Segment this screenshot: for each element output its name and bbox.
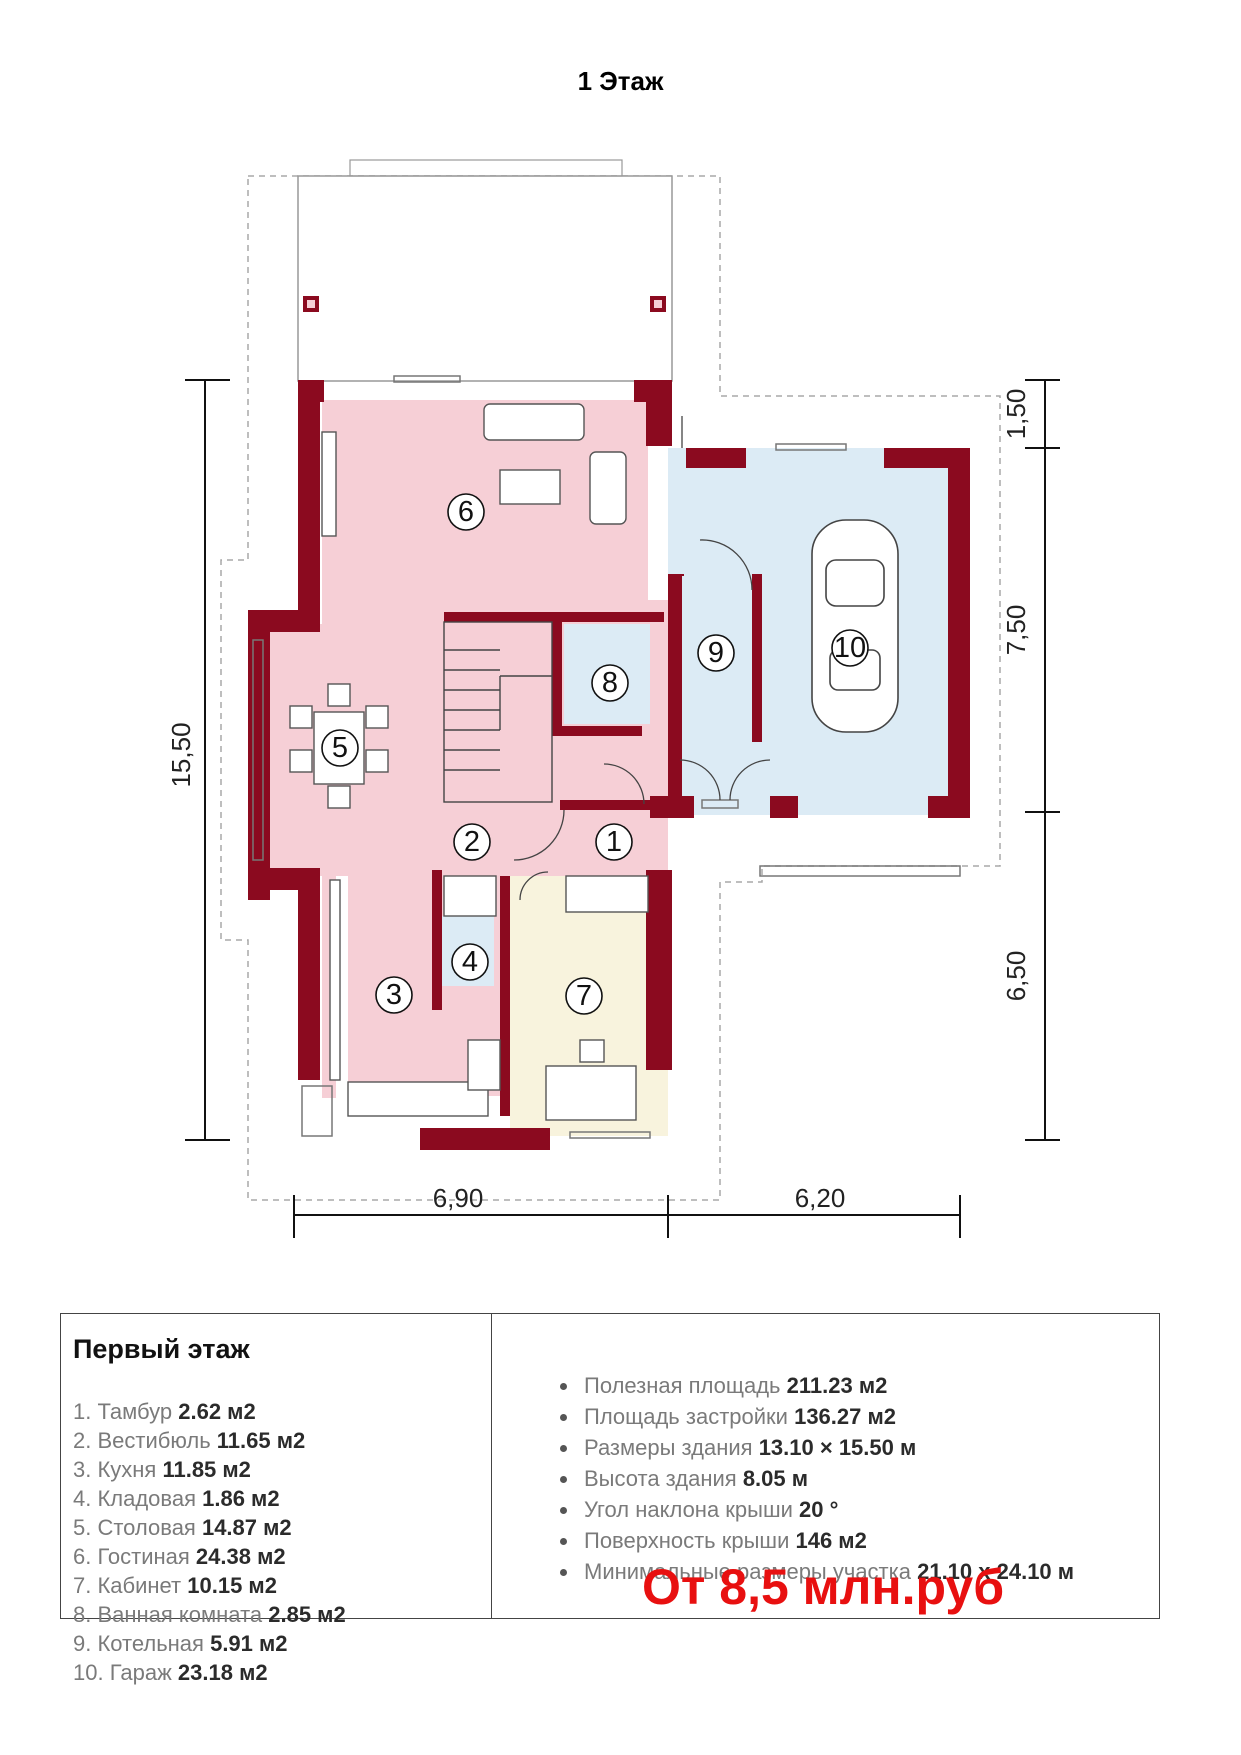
dimension-bottom <box>293 1195 961 1238</box>
list-item: Высота здания 8.05 м <box>580 1463 1159 1494</box>
spec-value: 211.23 м2 <box>786 1373 888 1398</box>
roof-outline <box>220 175 1001 1201</box>
spec-value: 21.10 x 24.10 м <box>917 1559 1075 1584</box>
room-area: 23.18 м2 <box>177 1660 268 1685</box>
page-title: 1 Этаж <box>577 66 664 96</box>
floor-title: Первый этаж <box>73 1334 250 1364</box>
room-mark-10: 10 <box>834 632 866 664</box>
room-mark-5: 5 <box>332 732 348 764</box>
room-label: 9. Котельная <box>73 1631 211 1656</box>
list-item: Угол наклона крыши 20 ° <box>580 1494 1159 1525</box>
spec-label: Поверхность крыши <box>584 1528 796 1553</box>
room-mark-labels: 1 2 3 4 5 6 7 8 9 10 <box>332 496 866 1012</box>
spec-label: Минимальные размеры участка <box>584 1559 918 1584</box>
spec-value: 20 ° <box>799 1497 839 1522</box>
doors <box>513 416 771 901</box>
room-label: 1. Тамбур <box>73 1399 179 1424</box>
boiler-floor <box>682 576 752 794</box>
room-label: 6. Гостиная <box>73 1544 196 1569</box>
list-item: 4. Кладовая 1.86 м2 <box>73 1484 491 1513</box>
room-label: 4. Кладовая <box>73 1486 203 1511</box>
room-label: 3. Кухня <box>73 1457 163 1482</box>
room-label: 5. Столовая <box>73 1515 202 1540</box>
list-item: 3. Кухня 11.85 м2 <box>73 1455 491 1484</box>
spec-label: Полезная площадь <box>584 1373 787 1398</box>
room-mark-6: 6 <box>458 496 474 528</box>
room-mark-3: 3 <box>386 979 402 1011</box>
floor-plan: 15,50 1,50 7,50 6,50 6,90 6,20 1 2 3 4 5 <box>166 159 1060 1238</box>
spec-label: Высота здания <box>584 1466 743 1491</box>
dimension-garage-depth-label: 7,50 <box>1001 605 1031 656</box>
specs-column: Полезная площадь 211.23 м2 Площадь застр… <box>492 1314 1159 1618</box>
furniture <box>289 403 649 1121</box>
room-area: 5.91 м2 <box>210 1631 288 1656</box>
stairs <box>443 621 553 803</box>
spec-label: Площадь застройки <box>584 1404 795 1429</box>
dimension-top-offset-label: 1,50 <box>1001 389 1031 440</box>
list-item: 9. Котельная 5.91 м2 <box>73 1629 491 1658</box>
spec-list: Полезная площадь 211.23 м2 Площадь застр… <box>492 1370 1159 1587</box>
room-area: 10.15 м2 <box>187 1573 277 1598</box>
list-item: Минимальные размеры участка 21.10 x 24.1… <box>580 1556 1159 1587</box>
terrace-top-line <box>349 159 623 177</box>
dimension-right-width-label: 6,20 <box>795 1183 846 1213</box>
room-mark-4: 4 <box>462 946 478 978</box>
spec-value: 146 м2 <box>795 1528 867 1553</box>
list-item: 8. Ванная комната 2.85 м2 <box>73 1600 491 1629</box>
dimension-total-depth <box>185 379 230 1141</box>
room-area: 2.62 м2 <box>178 1399 256 1424</box>
room-area: 11.85 м2 <box>162 1457 251 1482</box>
dimension-total-depth-label: 15,50 <box>166 722 196 787</box>
room-list: 1. Тамбур 2.62 м2 2. Вестибюль 11.65 м2 … <box>73 1397 491 1687</box>
terrace-post-left-inner <box>307 300 315 308</box>
dimension-left-width-label: 6,90 <box>433 1183 484 1213</box>
room-area: 24.38 м2 <box>195 1544 286 1569</box>
room-mark-9: 9 <box>708 637 724 669</box>
windows <box>252 375 961 1139</box>
spec-label: Размеры здания <box>584 1435 759 1460</box>
rooms-column: Первый этаж 1. Тамбур 2.62 м2 2. Вестибю… <box>61 1314 492 1685</box>
room-area: 14.87 м2 <box>201 1515 292 1540</box>
room-label: 10. Гараж <box>73 1660 178 1685</box>
room-mark-7: 7 <box>576 980 592 1012</box>
list-item: 1. Тамбур 2.62 м2 <box>73 1397 491 1426</box>
spec-value: 8.05 м <box>742 1466 809 1491</box>
spec-value: 13.10 × 15.50 м <box>758 1435 917 1460</box>
room-marks <box>321 493 869 1015</box>
list-item: Поверхность крыши 146 м2 <box>580 1525 1159 1556</box>
room-label: 8. Ванная комната <box>73 1602 269 1627</box>
dimension-rear-depth-label: 6,50 <box>1001 951 1031 1002</box>
car-icon <box>811 519 899 733</box>
room-label: 2. Вестибюль <box>73 1428 217 1453</box>
list-item: 5. Столовая 14.87 м2 <box>73 1513 491 1542</box>
spec-label: Угол наклона крыши <box>584 1497 800 1522</box>
list-item: 10. Гараж 23.18 м2 <box>73 1658 491 1687</box>
room-mark-8: 8 <box>602 667 618 699</box>
list-item: Размеры здания 13.10 × 15.50 м <box>580 1432 1159 1463</box>
list-item: 6. Гостиная 24.38 м2 <box>73 1542 491 1571</box>
living-floor <box>266 400 668 1098</box>
spec-value: 136.27 м2 <box>794 1404 896 1429</box>
list-item: Площадь застройки 136.27 м2 <box>580 1401 1159 1432</box>
room-area: 11.65 м2 <box>216 1428 306 1453</box>
price: От 8,5 млн.руб <box>642 1559 1005 1615</box>
info-table: Первый этаж 1. Тамбур 2.62 м2 2. Вестибю… <box>60 1313 1160 1685</box>
list-item: Полезная площадь 211.23 м2 <box>580 1370 1159 1401</box>
terrace-post-right-inner <box>654 300 662 308</box>
room-mark-2: 2 <box>464 826 480 858</box>
interior-walls <box>432 574 762 1116</box>
room-mark-1: 1 <box>606 826 622 858</box>
room-area: 2.85 м2 <box>268 1602 346 1627</box>
list-item: 2. Вестибюль 11.65 м2 <box>73 1426 491 1455</box>
room-area: 1.86 м2 <box>202 1486 280 1511</box>
room-label: 7. Кабинет <box>73 1573 188 1598</box>
dimension-right <box>1025 379 1060 1141</box>
terrace <box>297 175 673 382</box>
list-item: 7. Кабинет 10.15 м2 <box>73 1571 491 1600</box>
